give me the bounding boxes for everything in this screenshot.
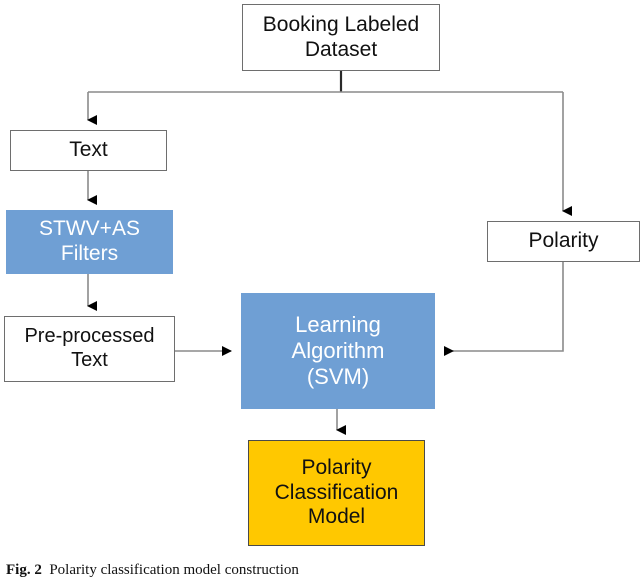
node-learning-algorithm-svm[interactable]: Learning Algorithm (SVM): [241, 293, 435, 409]
figure-caption-label: Fig. 2: [6, 562, 42, 578]
node-text[interactable]: Text: [10, 130, 167, 171]
node-polarity-classification-model[interactable]: Polarity Classification Model: [248, 440, 425, 546]
figure-caption-text: Polarity classification model constructi…: [49, 562, 299, 578]
figure-caption: Fig. 2 Polarity classification model con…: [6, 562, 634, 579]
edge-polarity-to-learning: [444, 262, 564, 356]
node-polarity[interactable]: Polarity: [487, 221, 640, 262]
edge-dataset-to-split: [88, 71, 563, 93]
node-booking-labeled-dataset[interactable]: Booking Labeled Dataset: [242, 4, 440, 71]
node-stwv-as-filters[interactable]: STWV+AS Filters: [6, 210, 173, 274]
node-pre-processed-text[interactable]: Pre-processed Text: [4, 316, 175, 382]
